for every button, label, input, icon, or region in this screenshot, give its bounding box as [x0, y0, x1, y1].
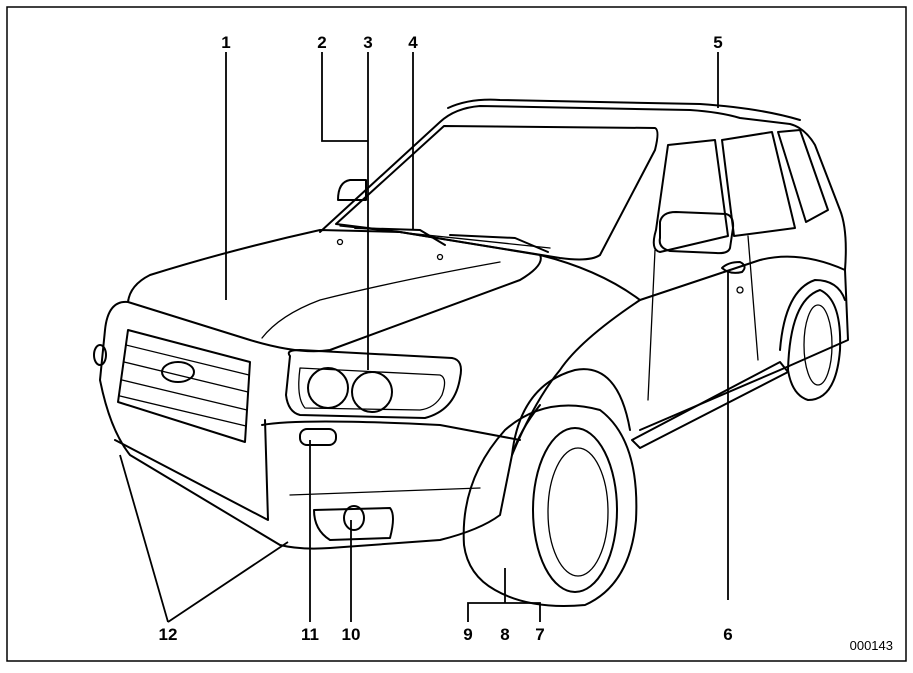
callout-labels: 1 2 3 4 5 6 7 8 9 10 11 12 000143: [159, 33, 893, 653]
windshield: [335, 125, 659, 261]
hood-crease: [261, 261, 501, 339]
grille-bar-1: [125, 344, 250, 376]
turn-signal-lamp: [299, 428, 337, 446]
headlight-inner-frame: [298, 367, 446, 411]
front-wheel-hub: [547, 447, 609, 577]
callout-9: 9: [463, 625, 472, 644]
wiper-right: [449, 234, 549, 253]
leader-lines: [119, 52, 729, 623]
vehicle-illustration: [93, 98, 849, 607]
roof-rail: [447, 98, 801, 121]
door-seam-front: [647, 249, 656, 401]
callout-2: 2: [317, 33, 326, 52]
door-handle: [721, 261, 746, 274]
callout-4: 4: [408, 33, 418, 52]
front-door-window: [652, 139, 729, 253]
figure-id: 000143: [850, 638, 893, 653]
rear-wheel-rim: [803, 304, 833, 386]
washer-nozzle-left: [336, 238, 344, 246]
wiper-left: [354, 227, 446, 246]
emblem: [161, 361, 195, 383]
callout-8: 8: [500, 625, 509, 644]
front-fender: [511, 254, 641, 456]
front-wheel-rim: [532, 427, 618, 593]
body-side: [639, 255, 849, 431]
lower-intake: [289, 487, 481, 496]
leader-7-9-bracket: [467, 602, 541, 622]
leader-2: [321, 52, 368, 142]
rear-fender: [779, 279, 846, 351]
rear-quarter-window: [777, 129, 829, 223]
callout-3: 3: [363, 33, 372, 52]
headlight: [285, 349, 462, 419]
cowl: [339, 225, 551, 249]
callout-12: 12: [159, 625, 178, 644]
leader-12a: [119, 454, 169, 623]
grille: [117, 329, 251, 443]
callout-1: 1: [221, 33, 230, 52]
callout-10: 10: [342, 625, 361, 644]
bumper-upper: [261, 420, 521, 441]
callout-6: 6: [723, 625, 732, 644]
grille-bar-4: [119, 395, 247, 427]
fuel-lid-mark: [736, 286, 744, 294]
callout-11: 11: [301, 625, 319, 644]
washer-nozzle-right: [436, 253, 444, 261]
side-marker-left: [93, 344, 107, 366]
door-seam-rear: [747, 235, 759, 361]
leader-12b: [167, 541, 289, 623]
bumper-lower: [114, 419, 269, 521]
rear-door-window: [721, 131, 796, 237]
fog-light-housing: [313, 507, 394, 541]
roof-outline: [319, 105, 847, 271]
right-side-mirror: [658, 211, 735, 255]
rear-tire: [787, 289, 842, 401]
front-tire: [462, 404, 638, 607]
grille-bar-2: [123, 361, 249, 393]
fog-light: [343, 505, 365, 531]
callout-5: 5: [713, 33, 722, 52]
callout-7: 7: [535, 625, 544, 644]
grille-bar-3: [121, 379, 248, 411]
left-side-mirror: [337, 179, 367, 201]
